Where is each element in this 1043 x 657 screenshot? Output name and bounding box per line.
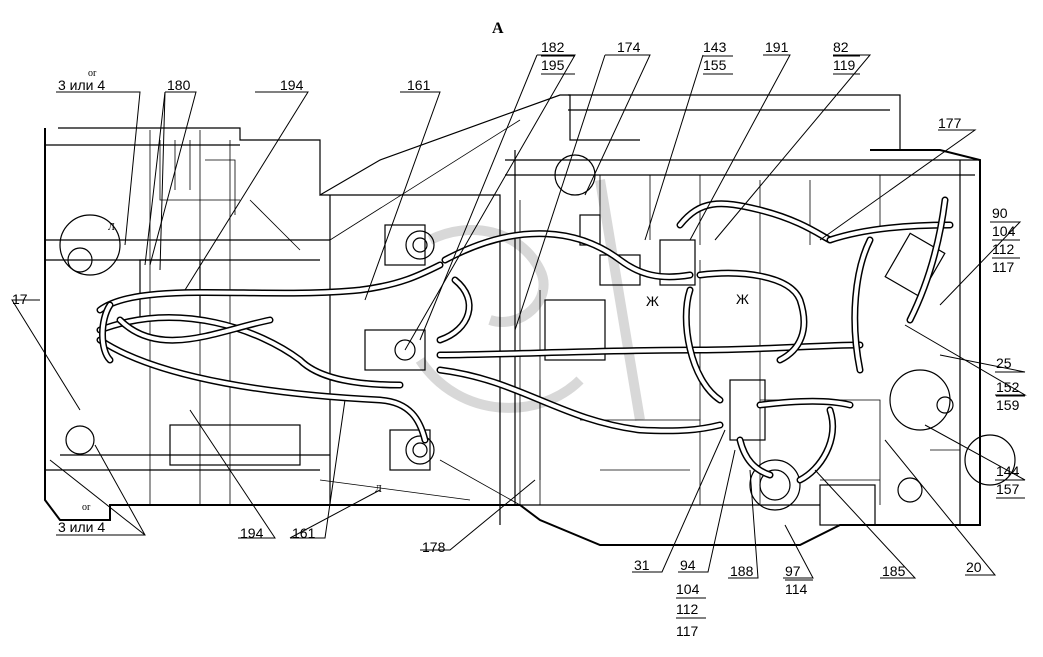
callout-90: 90: [992, 205, 1008, 221]
callout-20: 20: [966, 559, 982, 575]
callout-159: 159: [996, 397, 1020, 413]
callout-194-bot: 194: [240, 525, 264, 541]
callout-labels: or 3 или 4 180 194 161 182 195 174 143 1…: [12, 39, 1020, 639]
part-marks: Ж Ж Л Л: [108, 222, 749, 495]
callout-117-right: 117: [992, 259, 1015, 275]
callout-119: 119: [833, 57, 856, 73]
callout-157: 157: [996, 481, 1020, 497]
callout-161-top: 161: [407, 77, 431, 93]
callout-17: 17: [12, 291, 28, 307]
callout-3-top: 3 или 4: [58, 77, 105, 93]
callout-194-top: 194: [280, 77, 304, 93]
callout-94: 94: [680, 557, 696, 573]
callout-143: 143: [703, 39, 727, 55]
callout-114: 114: [785, 581, 808, 597]
callout-25: 25: [996, 355, 1012, 371]
callout-117-bottom: 117: [676, 623, 699, 639]
callout-155: 155: [703, 57, 727, 73]
callout-112-right: 112: [992, 241, 1015, 257]
callout-104-bottom: 104: [676, 581, 700, 597]
callout-188: 188: [730, 563, 754, 579]
callout-182: 182: [541, 39, 565, 55]
callout-191: 191: [765, 39, 789, 55]
mark-l-2: Л: [375, 484, 382, 495]
callout-112-bottom: 112: [676, 601, 699, 617]
callout-31: 31: [634, 557, 650, 573]
mark-zh-1: Ж: [646, 293, 659, 309]
callout-104-right: 104: [992, 223, 1016, 239]
hydraulic-hoses: [96, 196, 954, 484]
callout-177: 177: [938, 115, 962, 131]
callout-3-bot-note: or: [82, 502, 91, 513]
callout-3-top-note: or: [88, 68, 97, 79]
callout-161-bot: 161: [292, 525, 316, 541]
callout-185: 185: [882, 563, 906, 579]
callout-180: 180: [167, 77, 191, 93]
callout-underlines: [541, 55, 1025, 619]
mark-l-1: Л: [108, 222, 115, 233]
callout-144: 144: [996, 463, 1020, 479]
callout-82: 82: [833, 39, 849, 55]
callout-97: 97: [785, 563, 801, 579]
watermark: [415, 179, 645, 421]
callout-178: 178: [422, 539, 446, 555]
callout-3-bot: 3 или 4: [58, 519, 105, 535]
mark-zh-2: Ж: [736, 291, 749, 307]
callout-152: 152: [996, 379, 1020, 395]
leader-lines: [11, 54, 1027, 579]
callout-195: 195: [541, 57, 565, 73]
view-label: A: [492, 20, 504, 37]
callout-174: 174: [617, 39, 641, 55]
